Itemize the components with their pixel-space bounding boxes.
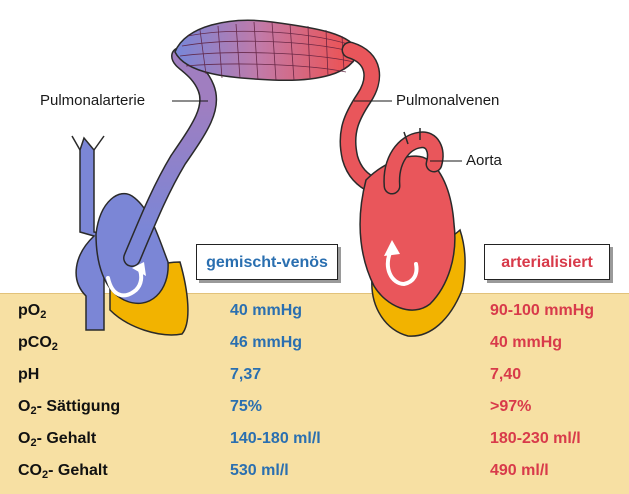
arterial-header: arterialisiert (484, 244, 610, 280)
pulmonary-veins-fill (340, 43, 381, 193)
arterial-flow-arrowhead (384, 240, 400, 256)
capillary-mesh (179, 21, 355, 81)
arterial-flow-arrow (385, 246, 419, 287)
venous-flow-arrow (106, 268, 144, 298)
left-ventricle (359, 155, 456, 311)
vena-cava-top (71, 135, 105, 151)
venous-header: gemischt-venös (196, 244, 338, 280)
aorta-arch-fill (384, 132, 443, 193)
table-background (0, 293, 629, 494)
pulmonary-artery-label: Pulmonalarterie (40, 92, 146, 109)
aorta-label: Aorta (466, 152, 502, 169)
venous-flow-arrowhead (132, 262, 146, 276)
pulmonary-artery-fill (124, 48, 216, 266)
aorta-branch (403, 128, 421, 145)
pulmonary-veins-label: Pulmonalvenen (396, 92, 500, 109)
